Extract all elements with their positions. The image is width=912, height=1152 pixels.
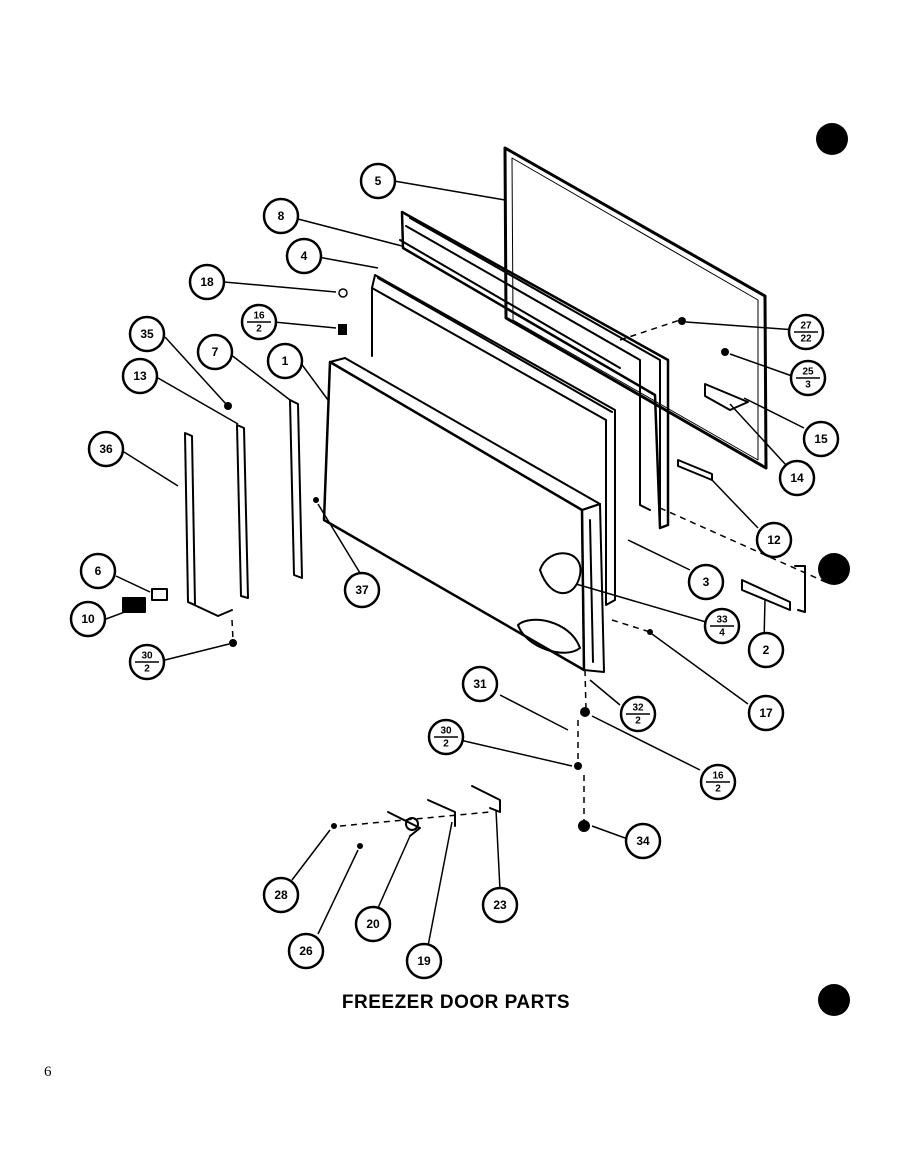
callout-c2: 2	[747, 631, 785, 669]
leader-lines	[105, 180, 805, 947]
callout-c4: 4	[285, 237, 323, 275]
callout-number: 20	[366, 917, 380, 931]
callout-quantity: 2	[635, 716, 641, 727]
callout-number: 17	[759, 706, 773, 720]
callout-c19: 19	[405, 942, 443, 980]
callout-number: 3	[703, 575, 710, 589]
callout-c6: 6	[79, 552, 117, 590]
door-panel-liner	[503, 146, 768, 470]
callout-number: 13	[133, 369, 147, 383]
door-trim-strips	[122, 399, 303, 617]
callout-number: 37	[355, 583, 369, 597]
callout-number: 25	[802, 367, 814, 378]
callout-c30b: 302	[427, 718, 465, 756]
callout-number: 19	[417, 954, 431, 968]
callout-number: 6	[95, 564, 102, 578]
callout-number: 32	[632, 703, 644, 714]
callout-c1: 1	[266, 342, 304, 380]
callout-c37: 37	[343, 571, 381, 609]
diagram-title: FREEZER DOOR PARTS	[341, 992, 571, 1013]
callout-c32: 322	[619, 695, 657, 733]
callout-number: 5	[375, 174, 382, 188]
callout-number: 15	[814, 432, 828, 446]
callout-c3: 3	[687, 563, 725, 601]
callout-number: 23	[493, 898, 507, 912]
callout-c16a: 162	[240, 303, 278, 341]
callout-c28: 28	[262, 876, 300, 914]
callout-number: 33	[716, 615, 728, 626]
callout-number: 16	[712, 771, 724, 782]
callout-number: 35	[140, 327, 154, 341]
callout-number: 4	[301, 249, 308, 263]
callout-c30a: 302	[128, 643, 166, 681]
callout-number: 30	[440, 726, 452, 737]
callout-c5: 5	[359, 162, 397, 200]
callout-c7: 7	[196, 333, 234, 371]
callout-quantity: 2	[144, 664, 150, 675]
callout-number: 2	[763, 643, 770, 657]
callout-number: 1	[282, 354, 289, 368]
callout-group: 5841816235711336610302372722253151412333…	[69, 162, 840, 980]
punch-hole-bottom	[818, 984, 850, 1016]
callout-number: 8	[278, 209, 285, 223]
callout-number: 7	[212, 345, 219, 359]
callout-number: 31	[473, 677, 487, 691]
callout-number: 26	[299, 944, 313, 958]
door-handle-pads	[517, 552, 582, 654]
callout-c34: 34	[624, 822, 662, 860]
inner-door-liner	[371, 274, 616, 606]
callout-quantity: 3	[805, 380, 811, 391]
callout-c26: 26	[287, 932, 325, 970]
callout-number: 14	[790, 471, 804, 485]
callout-quantity: 2	[443, 739, 449, 750]
page-number: 6	[44, 1064, 52, 1080]
callout-c23: 23	[481, 886, 519, 924]
assembly-dashed-lines	[231, 319, 831, 827]
callout-c31: 31	[461, 665, 499, 703]
door-gasket	[399, 210, 670, 530]
callout-c15: 15	[802, 420, 840, 458]
callout-number: 10	[81, 612, 95, 626]
callout-c16b: 162	[699, 763, 737, 801]
callout-number: 30	[141, 651, 153, 662]
callout-quantity: 22	[800, 334, 812, 345]
callout-quantity: 2	[256, 324, 262, 335]
bottom-hinge-assembly	[387, 785, 501, 837]
callout-number: 12	[767, 533, 781, 547]
punch-hole-middle	[818, 553, 850, 585]
callout-quantity: 2	[715, 784, 721, 795]
callout-c33: 334	[703, 607, 741, 645]
callout-c14: 14	[778, 459, 816, 497]
callout-c35: 35	[128, 315, 166, 353]
callout-c18: 18	[188, 263, 226, 301]
callout-quantity: 4	[719, 628, 725, 639]
callout-c25: 253	[789, 359, 827, 397]
callout-c36: 36	[87, 430, 125, 468]
callout-number: 34	[636, 834, 650, 848]
callout-c17: 17	[747, 694, 785, 732]
callout-number: 36	[99, 442, 113, 456]
callout-number: 18	[200, 275, 214, 289]
callout-c13: 13	[121, 357, 159, 395]
callout-number: 28	[274, 888, 288, 902]
callout-c10: 10	[69, 600, 107, 638]
callout-number: 16	[253, 311, 265, 322]
callout-c8: 8	[262, 197, 300, 235]
punch-hole-top	[816, 123, 848, 155]
outer-door-panel	[322, 357, 605, 673]
callout-c20: 20	[354, 905, 392, 943]
callout-c12: 12	[755, 521, 793, 559]
callout-number: 27	[800, 321, 812, 332]
